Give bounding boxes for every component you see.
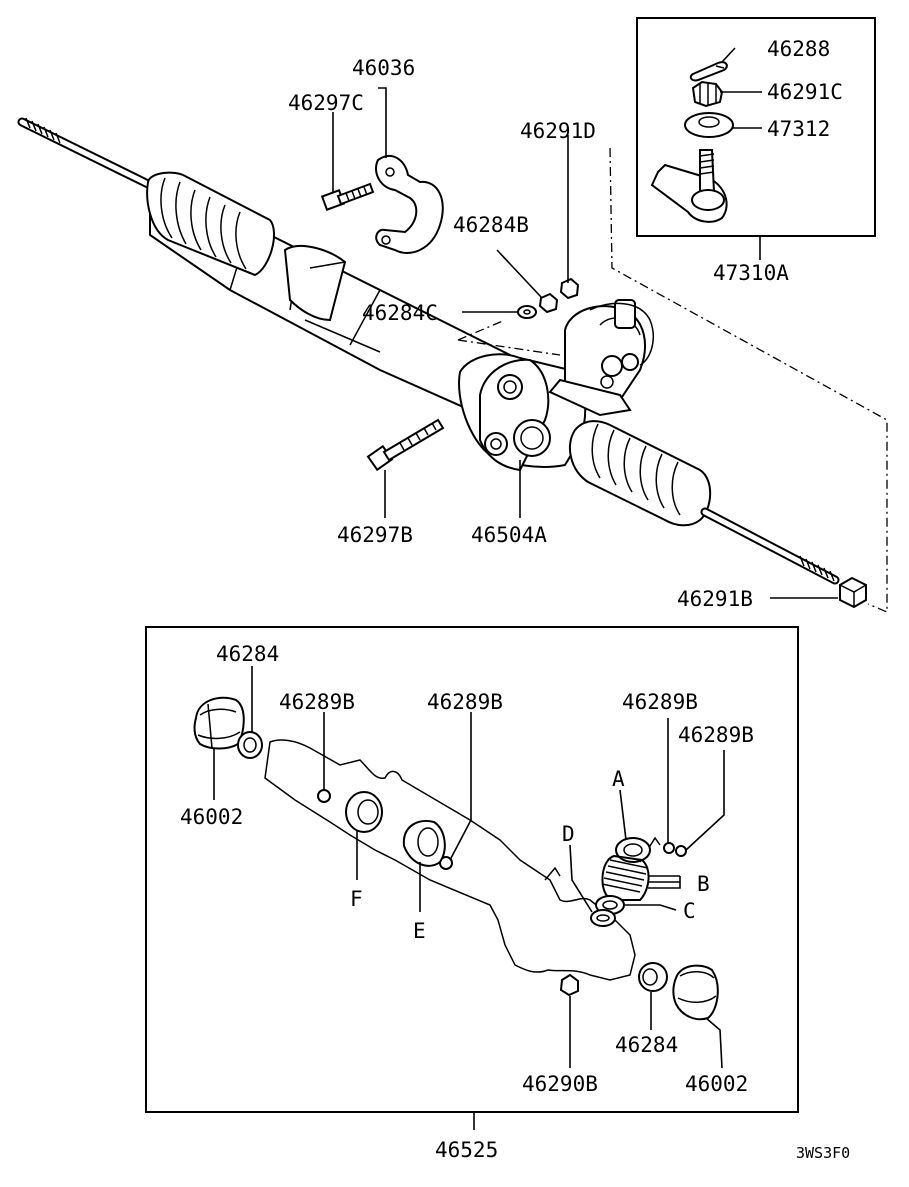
castle-nut-46291C bbox=[691, 80, 724, 108]
valve-seal-D bbox=[590, 909, 616, 927]
nut-46291D bbox=[559, 277, 580, 300]
bolt-46297C bbox=[320, 182, 375, 211]
label-46036: 46036 bbox=[352, 56, 415, 80]
seal-F bbox=[345, 791, 383, 833]
leader-lines bbox=[213, 47, 838, 1130]
label-46297C: 46297C bbox=[288, 91, 364, 115]
left-bellows-boot bbox=[146, 171, 275, 277]
tie-rod-end-box bbox=[636, 17, 876, 237]
label-46525: 46525 bbox=[435, 1138, 498, 1162]
label-F: F bbox=[350, 887, 363, 911]
label-46290B: 46290B bbox=[522, 1072, 598, 1096]
reference-code: 3WS3F0 bbox=[796, 1144, 850, 1162]
o-ring-46289B-3 bbox=[663, 842, 675, 854]
bolt-46297B bbox=[366, 418, 445, 472]
label-46289B-3: 46289B bbox=[622, 690, 698, 714]
label-46289B-1: 46289B bbox=[279, 690, 355, 714]
label-46002-left: 46002 bbox=[180, 805, 243, 829]
label-46289B-4: 46289B bbox=[678, 723, 754, 747]
label-46284C: 46284C bbox=[362, 301, 438, 325]
steering-rack-assembly bbox=[17, 117, 867, 609]
label-C: C bbox=[683, 899, 696, 923]
label-46291B: 46291B bbox=[677, 587, 753, 611]
gear-housing bbox=[458, 353, 587, 472]
right-tie-rod bbox=[700, 507, 840, 585]
housing-outline bbox=[264, 739, 636, 981]
label-46291C: 46291C bbox=[767, 80, 843, 104]
washer-46284C bbox=[517, 305, 537, 319]
label-47312: 47312 bbox=[767, 117, 830, 141]
clamp-band-46002-right bbox=[672, 964, 719, 1021]
label-46002-right: 46002 bbox=[685, 1072, 748, 1096]
label-46289B-2: 46289B bbox=[427, 690, 503, 714]
valve-body bbox=[548, 299, 654, 417]
part-labels: 46036 46297C 46288 46291C 47312 46291D 4… bbox=[180, 37, 850, 1162]
right-bellows-boot bbox=[568, 420, 712, 527]
label-46297B: 46297B bbox=[337, 523, 413, 547]
label-B: B bbox=[697, 872, 710, 896]
bushing-E bbox=[402, 820, 446, 867]
cotter-pin-46288 bbox=[689, 61, 728, 82]
tie-rod-end bbox=[650, 149, 728, 223]
label-47310A: 47310A bbox=[713, 261, 789, 285]
dashed-guide-line bbox=[457, 147, 888, 613]
washer-47312 bbox=[684, 112, 734, 138]
valve-seal-A bbox=[615, 837, 651, 863]
label-46504A: 46504A bbox=[471, 523, 547, 547]
o-ring-46289B-4 bbox=[675, 845, 687, 857]
mounting-clamp bbox=[375, 155, 444, 254]
clamp-band-46002-left bbox=[193, 696, 245, 750]
repair-kit-box bbox=[145, 626, 799, 1113]
nut-46290B bbox=[559, 973, 579, 997]
ring-46284-top bbox=[237, 731, 263, 759]
left-tie-rod bbox=[17, 117, 157, 191]
o-ring-46289B-1 bbox=[317, 789, 331, 803]
label-46284-top: 46284 bbox=[216, 642, 279, 666]
label-A: A bbox=[612, 767, 625, 791]
label-46284-bottom: 46284 bbox=[615, 1033, 678, 1057]
nut-46291B bbox=[839, 576, 867, 609]
label-E: E bbox=[413, 919, 426, 943]
nut-46284B bbox=[538, 292, 559, 314]
ring-46284-bottom bbox=[638, 962, 668, 992]
label-D: D bbox=[562, 822, 575, 846]
label-46291D: 46291D bbox=[520, 119, 596, 143]
valve-rings-B bbox=[601, 854, 650, 901]
label-46284B: 46284B bbox=[453, 213, 529, 237]
label-46288: 46288 bbox=[767, 37, 830, 61]
